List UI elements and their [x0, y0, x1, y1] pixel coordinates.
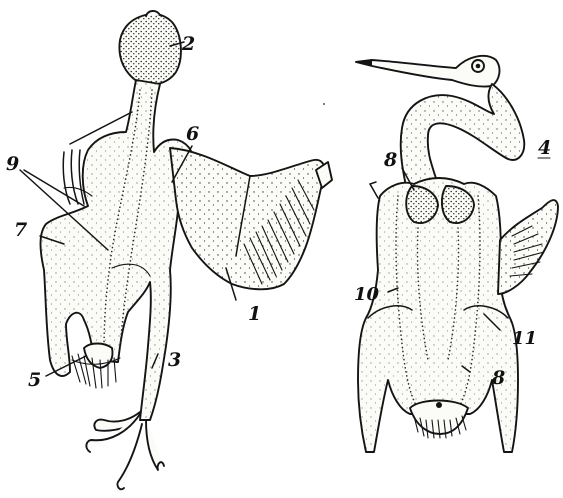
label-1: 1: [248, 303, 261, 325]
label-3: 3: [168, 349, 181, 371]
label-6: 6: [186, 123, 199, 145]
label-10: 10: [354, 284, 380, 305]
label-4: 4: [538, 137, 551, 159]
right-neck: [401, 84, 525, 196]
right-specimen: 4 8 10 11 8: [354, 56, 558, 452]
right-head: [356, 56, 499, 87]
left-specimen: 2 6 9 7 1 5 3: [6, 11, 332, 489]
label-2: 2: [181, 33, 195, 55]
label-8-bottom: 8: [491, 367, 505, 389]
left-fan-tail: [72, 344, 120, 389]
left-claws: [86, 412, 164, 489]
label-5: 5: [28, 369, 41, 391]
left-head: [119, 11, 181, 85]
right-wing: [498, 200, 558, 294]
right-body: [358, 178, 518, 452]
label-9: 9: [6, 153, 19, 175]
stray-dot: [323, 103, 325, 105]
left-wing: [170, 148, 332, 289]
label-8-top: 8: [383, 149, 397, 171]
label-11: 11: [512, 328, 537, 349]
label-7: 7: [14, 219, 27, 241]
